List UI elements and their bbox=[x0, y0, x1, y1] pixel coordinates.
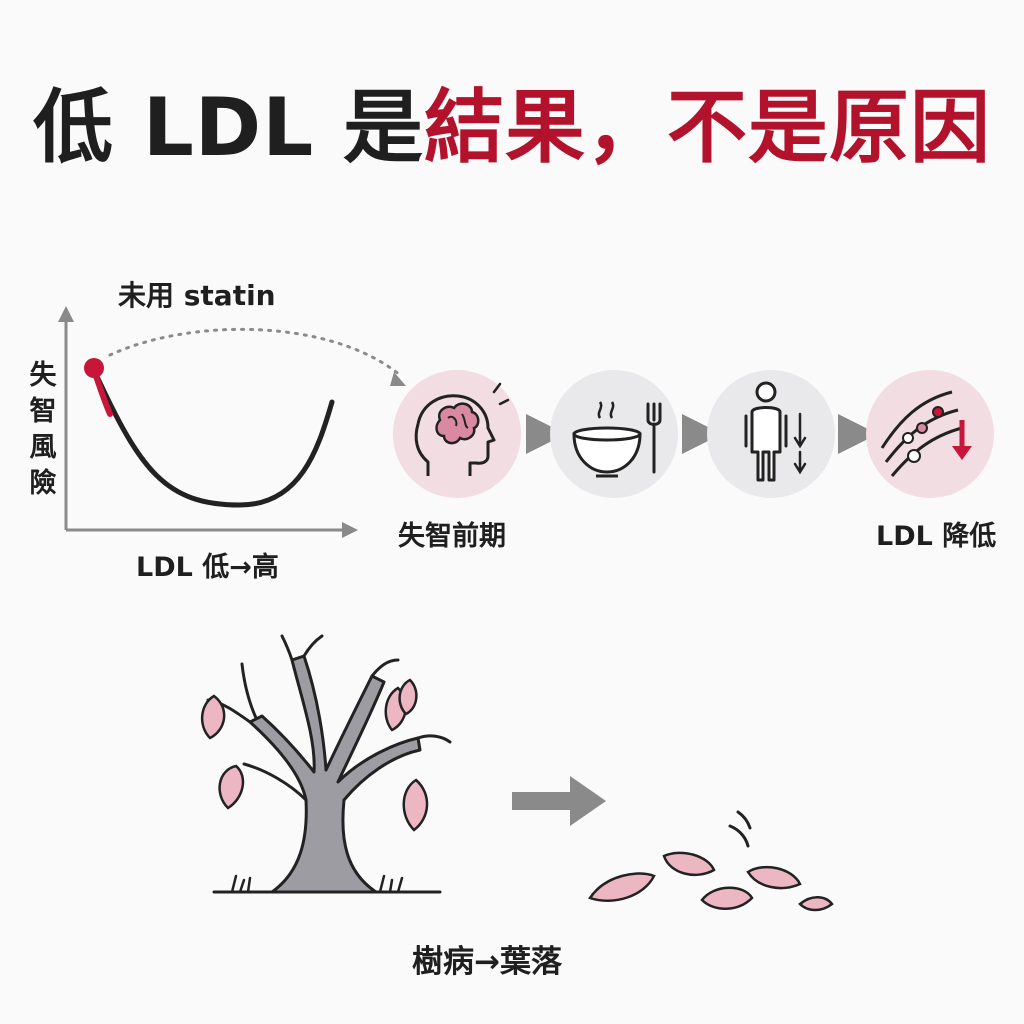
right-arrow bbox=[512, 776, 606, 826]
tree-caption: 樹病→葉落 bbox=[412, 944, 562, 980]
step-sequence bbox=[393, 370, 994, 498]
x-axis-label: LDL 低→高 bbox=[136, 552, 279, 583]
u-curve-line bbox=[91, 367, 335, 508]
person-weight-down-icon bbox=[707, 370, 835, 498]
dotted-connector-arrowhead bbox=[390, 372, 406, 386]
step-label-predementia: 失智前期 bbox=[398, 521, 506, 552]
step-label-ldl-down: LDL 降低 bbox=[876, 521, 997, 552]
low-ldl-point bbox=[84, 358, 104, 378]
fallen-leaves-icon bbox=[588, 810, 834, 912]
dotted-connector-arrow bbox=[108, 327, 402, 377]
page-title: 低 LDL 是結果，不是原因 bbox=[0, 88, 1024, 168]
curve-caption: 未用 statin bbox=[118, 279, 276, 312]
sick-tree-icon bbox=[201, 634, 452, 894]
blood-vessel-ldl-down-icon bbox=[866, 370, 994, 498]
y-axis-label: 失智風險 bbox=[29, 360, 57, 499]
x-axis-arrowhead bbox=[342, 522, 358, 538]
title-black-part: 低 LDL 是 bbox=[32, 81, 425, 174]
title-red-part: 結果，不是原因 bbox=[424, 81, 992, 174]
y-axis-arrowhead bbox=[58, 306, 74, 322]
bowl-fork-icon bbox=[550, 370, 678, 498]
brain-head-icon bbox=[393, 370, 521, 498]
u-curve-chart bbox=[58, 306, 406, 538]
